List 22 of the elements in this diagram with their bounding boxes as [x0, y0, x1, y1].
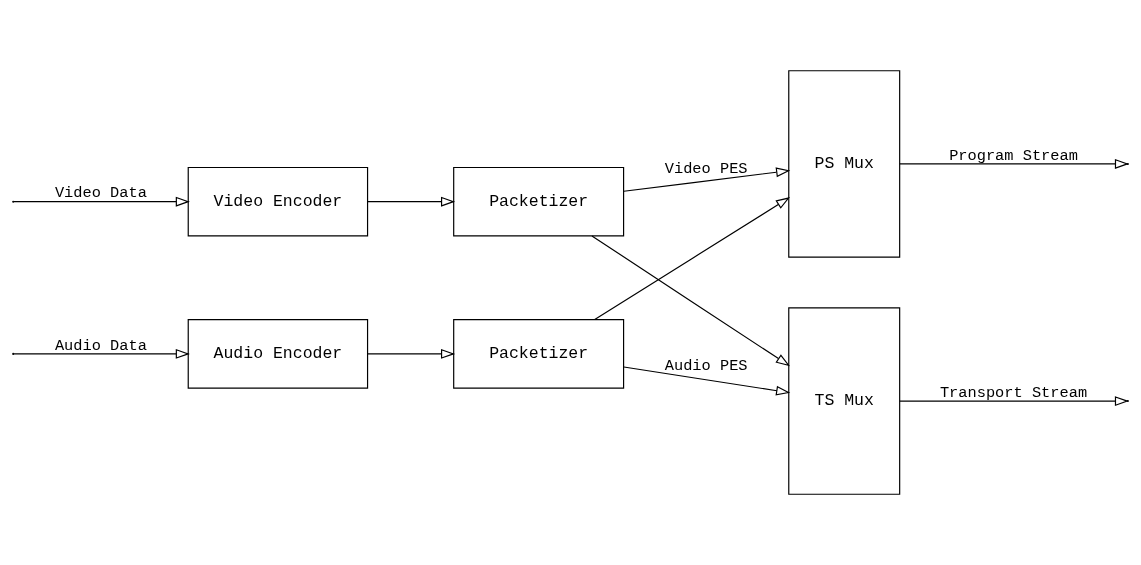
edge-label: Video PES: [664, 159, 748, 178]
arrow: [13, 196, 190, 207]
arrow: [623, 366, 791, 396]
node-box: Audio Encoder: [187, 319, 369, 389]
arrow: [899, 158, 1130, 169]
arrow: [899, 396, 1130, 407]
edge-label: Audio Data: [54, 336, 147, 355]
arrow: [367, 348, 456, 359]
arrow: [591, 235, 791, 367]
arrow: [623, 167, 791, 192]
edge-label: Video Data: [54, 184, 147, 203]
node-box: PS Mux: [788, 70, 901, 258]
arrow: [13, 348, 190, 359]
arrow: [594, 197, 791, 321]
node-box: TS Mux: [788, 307, 901, 495]
node-box: Packetizer: [453, 166, 625, 237]
edge-label: Program Stream: [949, 146, 1078, 165]
edge-label: Audio PES: [664, 356, 748, 375]
node-box: Packetizer: [453, 319, 625, 389]
edge-label: Transport Stream: [939, 383, 1088, 402]
node-box: Video Encoder: [187, 166, 369, 237]
arrow: [367, 196, 456, 207]
